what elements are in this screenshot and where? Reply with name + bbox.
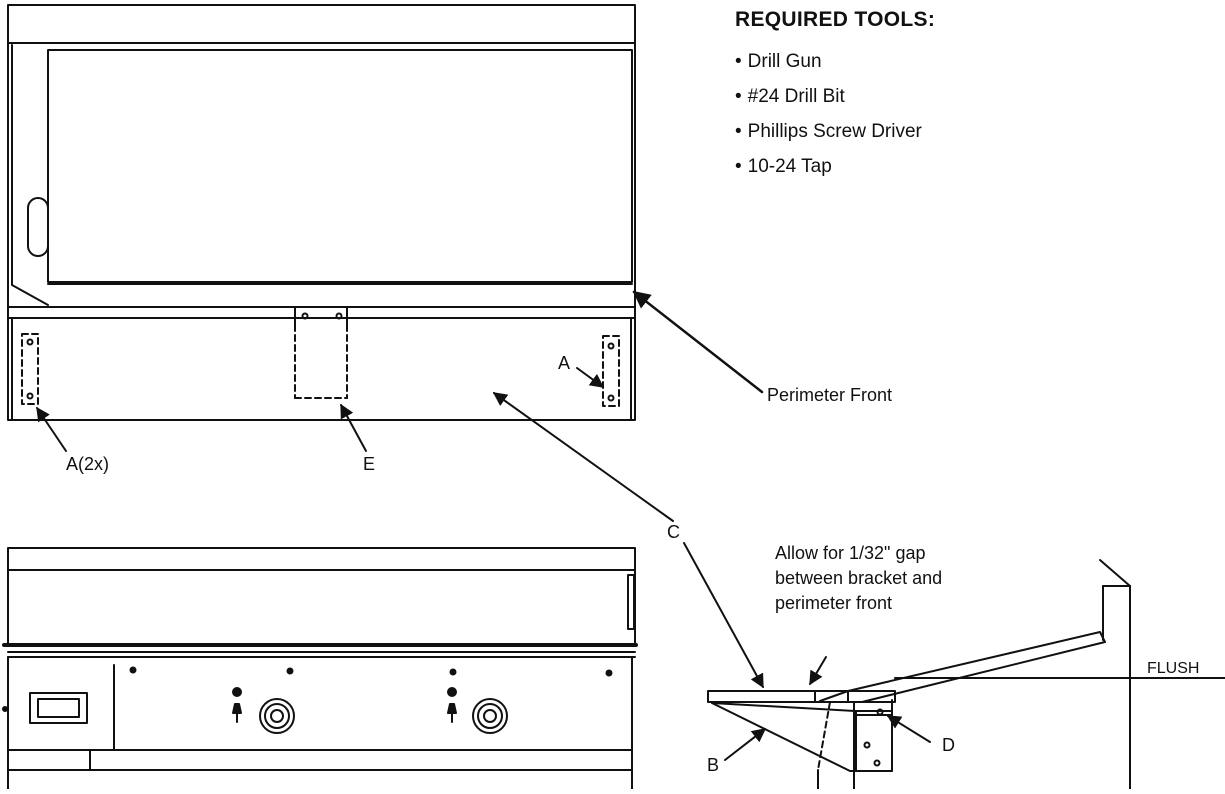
griddle-plate — [47, 49, 633, 283]
c-label: C — [667, 522, 680, 542]
gap-leader — [809, 656, 827, 686]
bracket-hole — [863, 741, 871, 749]
perimeter-front-section — [707, 690, 896, 703]
d-leader — [886, 715, 931, 743]
bracket-b — [711, 702, 893, 772]
control-knob-center — [270, 709, 284, 723]
display-window — [29, 692, 88, 724]
cabinet-side-edge — [1099, 559, 1131, 790]
hidden-bracket-a-left — [21, 333, 39, 405]
tool-item: 10-24 Tap — [735, 149, 935, 184]
e-label: E — [363, 454, 375, 474]
screw — [449, 668, 457, 676]
b-label: B — [707, 755, 719, 775]
tool-item: #24 Drill Bit — [735, 79, 935, 114]
perimeter-front-label: Perimeter Front — [767, 385, 892, 405]
pilot-valve-icon — [447, 703, 457, 714]
grease-trough-edge — [11, 44, 49, 306]
hidden-bracket-edge — [817, 701, 831, 771]
pilot-valve-icon — [232, 703, 242, 714]
required-tools-list: Drill Gun #24 Drill Bit Phillips Screw D… — [735, 44, 935, 184]
b-leader — [724, 728, 767, 761]
backsplash-section — [819, 631, 1106, 703]
gap-note-line-2: between bracket and — [775, 568, 942, 588]
indicator-light — [447, 687, 457, 697]
screw — [286, 667, 294, 675]
grease-drawer-handle — [27, 197, 49, 257]
perimeter-front-leader — [632, 290, 764, 394]
control-knob-inner — [477, 703, 503, 729]
c-leader-lower — [683, 542, 764, 689]
gap-note-line-3: perimeter front — [775, 593, 892, 613]
a-left-leader — [36, 406, 67, 452]
control-knob-center — [483, 709, 497, 723]
screw — [129, 666, 137, 674]
flush-label: FLUSH — [1147, 660, 1199, 677]
hidden-bracket-a-right — [602, 335, 620, 407]
top-view-unit — [7, 4, 636, 421]
tool-item: Phillips Screw Driver — [735, 114, 935, 149]
side-hinge — [627, 574, 635, 630]
indicator-light — [232, 687, 242, 697]
gap-note-line-1: Allow for 1/32" gap — [775, 543, 925, 563]
tool-item: Drill Gun — [735, 44, 935, 79]
a-right-label: A — [558, 353, 570, 373]
control-knob — [472, 698, 508, 734]
top-view-outline — [7, 4, 636, 421]
control-knob — [259, 698, 295, 734]
screw — [2, 706, 8, 712]
a-left-label: A(2x) — [66, 454, 109, 474]
display-window-inner — [37, 698, 80, 718]
required-tools-heading: REQUIRED TOOLS: — [735, 8, 936, 31]
side-section-view — [683, 542, 1225, 790]
hidden-bracket-a-left-holes — [26, 338, 34, 400]
backsplash — [7, 547, 636, 646]
hidden-bracket-e — [294, 307, 348, 399]
front-view-unit — [2, 547, 638, 790]
screw — [605, 669, 613, 677]
c-leader-upper — [492, 392, 674, 522]
e-leader — [340, 403, 367, 452]
bracket-hole — [876, 708, 884, 716]
control-knob-inner — [264, 703, 290, 729]
hidden-bracket-a-right-holes — [607, 342, 615, 402]
required-tools-panel: REQUIRED TOOLS: Drill Gun #24 Drill Bit … — [735, 8, 935, 184]
a-right-leader — [576, 367, 605, 388]
bracket-top-flange — [711, 702, 893, 716]
bracket-hole — [873, 759, 881, 767]
d-label: D — [942, 735, 955, 755]
